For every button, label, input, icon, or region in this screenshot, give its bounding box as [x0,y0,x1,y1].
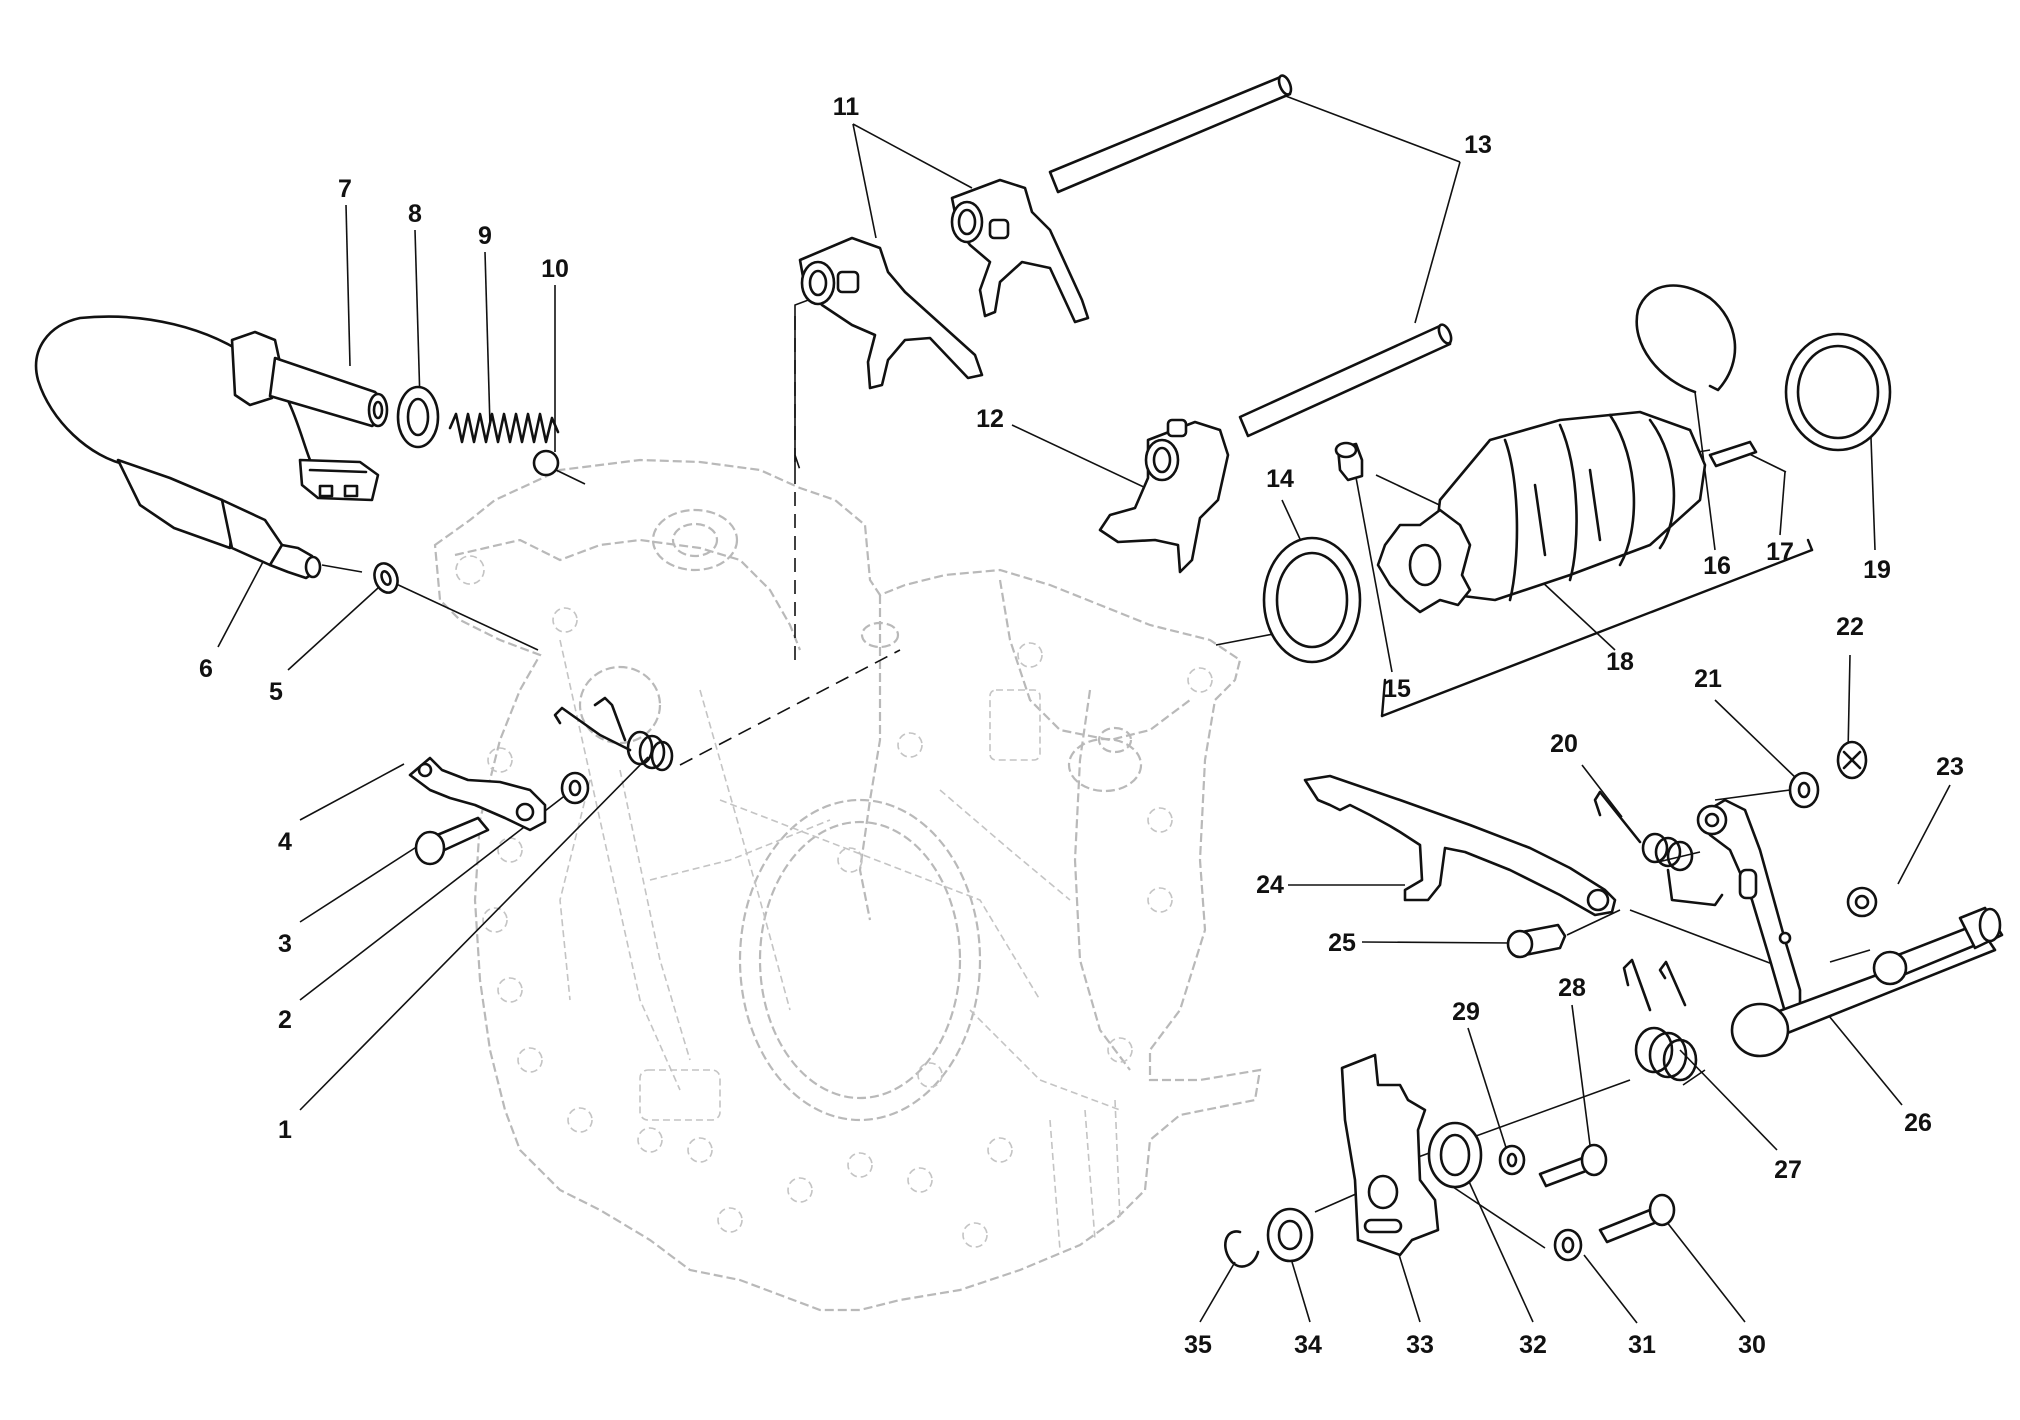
callout-19: 19 [1863,556,1891,584]
part-30-screw [1598,1193,1676,1244]
part-20-spring [1593,790,1724,907]
callout-32: 32 [1519,1331,1547,1359]
part-31-washer [1553,1228,1583,1262]
part-1-spring [553,696,674,772]
part-13-shafts [1048,74,1453,438]
part-6-neutral-sensor [34,315,380,580]
callout-23: 23 [1936,753,1964,781]
part-24-lever [1303,774,1617,917]
part-16-circlip [1635,284,1737,394]
part-12-shift-fork [1098,418,1230,574]
part-17-dowel [1708,440,1758,468]
part-10-ball [532,449,560,477]
callout-15: 15 [1383,675,1411,703]
part-7-plug [230,330,389,428]
part-18-selector-drum [1376,410,1707,614]
part-35-circlip [1224,1230,1260,1268]
callout-20: 20 [1550,730,1578,758]
callout-2: 2 [278,1006,292,1034]
part-2-washer [560,771,590,805]
callout-10: 10 [541,255,569,283]
callout-8: 8 [408,200,422,228]
callout-30: 30 [1738,1331,1766,1359]
part-9-spring [448,412,560,444]
leader-lines [217,94,1951,1324]
callout-29: 29 [1452,998,1480,1026]
part-26-gearshift-shaft [1696,798,2004,1058]
callout-26: 26 [1904,1109,1932,1137]
callout-6: 6 [199,655,213,683]
part-21-washer [1788,771,1820,809]
part-22-circlip [1836,740,1868,780]
part-25-screw [1506,923,1567,959]
callout-labels: 1 2 3 4 5 6 7 8 9 10 11 12 13 14 15 16 1… [199,93,1964,1359]
part-23-bush [1846,886,1878,918]
callout-25: 25 [1328,929,1356,957]
part-19-ring [1784,332,1892,452]
callout-27: 27 [1774,1156,1802,1184]
part-33-plate [1340,1053,1440,1257]
callout-16: 16 [1703,552,1731,580]
callout-14: 14 [1266,465,1294,493]
callout-17: 17 [1766,538,1794,566]
part-34-washer [1266,1207,1314,1263]
callout-13: 13 [1464,131,1492,159]
callout-22: 22 [1836,613,1864,641]
callout-35: 35 [1184,1331,1212,1359]
part-5-washer [373,562,399,594]
part-32-bush [1427,1121,1483,1189]
callout-21: 21 [1694,665,1722,693]
callout-3: 3 [278,930,292,958]
crankcase-outline [433,458,1262,1312]
part-15-pin [1334,441,1364,482]
callout-7: 7 [338,175,352,203]
callout-24: 24 [1256,871,1284,899]
callout-31: 31 [1628,1331,1656,1359]
part-29-washer [1498,1144,1526,1176]
part-27-spring [1622,958,1698,1082]
callout-4: 4 [278,828,292,856]
callout-9: 9 [478,222,492,250]
part-14-ring [1262,536,1362,664]
part-3-screw [414,816,490,866]
callout-1: 1 [278,1116,292,1144]
callout-12: 12 [976,405,1004,433]
callout-5: 5 [269,678,283,706]
callout-28: 28 [1558,974,1586,1002]
callout-18: 18 [1606,648,1634,676]
part-4-lever [408,756,547,832]
part-28-screw [1538,1143,1608,1188]
callout-33: 33 [1406,1331,1434,1359]
part-8-seal [396,385,440,449]
callout-11: 11 [833,93,860,121]
part-11-shift-forks [798,178,1090,390]
callout-34: 34 [1294,1331,1322,1359]
